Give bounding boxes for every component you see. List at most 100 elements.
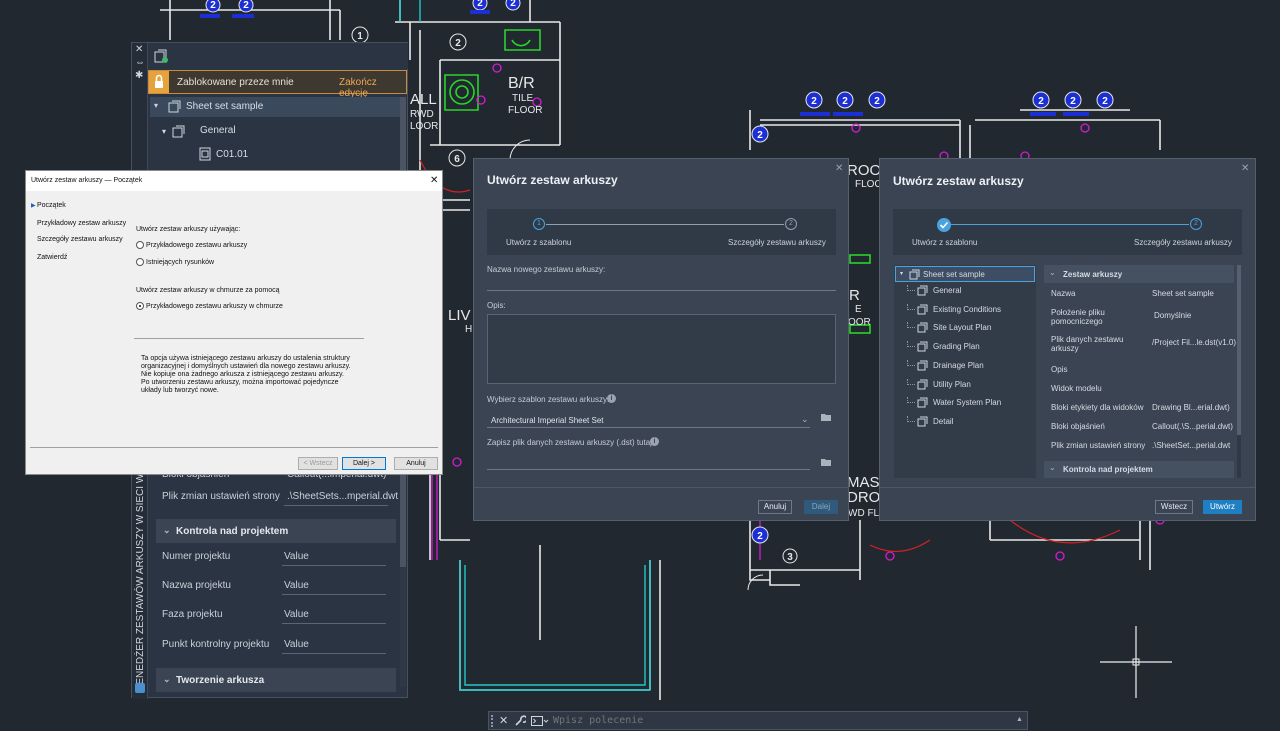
expand-icon[interactable]: ▾ — [900, 271, 904, 277]
lock-icon — [149, 71, 169, 93]
expand-icon[interactable]: ▾ — [162, 127, 167, 136]
cancel-button[interactable]: Anuluj — [758, 500, 792, 514]
section-sheet-set[interactable]: ⌄ Zestaw arkuszy — [1044, 265, 1234, 283]
nav-item-start[interactable]: Początek — [37, 202, 66, 209]
dst-location-input[interactable] — [487, 455, 810, 470]
prop-value[interactable]: Sheet set sample — [1152, 289, 1214, 298]
tree-item-sheet-set[interactable]: ▾ Sheet set sample — [150, 97, 400, 117]
section-sheet-creation[interactable]: ⌄ Tworzenie arkusza — [156, 668, 396, 692]
tree-label: Sheet set sample — [186, 101, 264, 112]
close-icon[interactable]: ✕ — [430, 175, 439, 186]
step-label: Utwórz z szablonu — [506, 238, 572, 247]
nav-item-sample[interactable]: Przykładowy zestaw arkuszy — [37, 220, 127, 227]
back-button[interactable]: Wstecz — [1155, 500, 1193, 514]
subset-icon — [917, 304, 928, 315]
tree-item-sheet[interactable]: C01.01 — [216, 149, 249, 160]
expand-icon[interactable]: ▾ — [154, 101, 159, 110]
separator — [880, 487, 1255, 488]
chevron-down-icon: ⌄ — [163, 674, 171, 684]
description-textarea[interactable] — [487, 314, 836, 384]
room-labels: B/R TILE FLOOR ALL RWD LOOR LIV H ROO FL… — [410, 75, 889, 519]
tree-item-subset[interactable]: Utility Plan — [907, 378, 1037, 392]
sheet-set-icon[interactable] — [154, 49, 168, 63]
section-title: Zestaw arkuszy — [1063, 270, 1123, 279]
info-icon[interactable]: i — [650, 437, 659, 446]
divider — [284, 505, 388, 506]
prop-value[interactable]: Value — [284, 580, 309, 591]
properties-icon[interactable]: ✱ — [135, 70, 144, 81]
close-icon[interactable]: ✕ — [135, 44, 144, 55]
chevron-down-icon: ⌄ — [1049, 463, 1056, 472]
tree-item-subset[interactable]: Grading Plan — [907, 340, 1037, 354]
next-button[interactable]: Dalej — [804, 500, 838, 514]
chevron-down-icon: ⌄ — [163, 525, 171, 535]
description-line: układy lub tworzyć nowe. — [141, 387, 219, 394]
tag-text: 2 — [757, 531, 763, 542]
nav-item-details[interactable]: Szczegóły zestawu arkuszy — [37, 236, 123, 243]
sheet-set-name-input[interactable] — [487, 279, 836, 291]
field-label: Wybierz szablon zestawu arkuszy: — [487, 395, 610, 404]
autohide-icon[interactable]: ⇔ — [135, 57, 145, 68]
tag-text: 1 — [357, 31, 363, 42]
template-select[interactable]: Architectural Imperial Sheet Set ⌄ — [487, 413, 810, 428]
tree-item-subset[interactable]: Drainage Plan — [907, 359, 1037, 373]
tree-item-subset[interactable]: Water System Plan — [907, 396, 1037, 410]
tree-item-subset[interactable]: Site Layout Plan — [907, 321, 1037, 335]
info-icon[interactable]: i — [607, 394, 616, 403]
close-icon[interactable]: ✕ — [835, 163, 844, 174]
tag-text: 2 — [757, 130, 763, 141]
description-line: organizacyjnej i domyślnych ustawień dla… — [141, 363, 351, 370]
prop-value[interactable]: Callout(.\S...perial.dwt) — [1152, 422, 1233, 431]
tree-item-subset[interactable]: Detail — [907, 415, 1037, 429]
folder-icon[interactable] — [820, 412, 832, 422]
subset-icon — [917, 285, 928, 296]
room-label: RWD — [410, 109, 434, 120]
close-icon[interactable]: ✕ — [499, 715, 509, 727]
prop-value[interactable]: .\SheetSet...perial.dwt — [1152, 441, 1231, 450]
wrench-icon[interactable] — [514, 715, 526, 727]
radio-existing[interactable] — [136, 258, 144, 266]
command-input[interactable] — [553, 713, 1013, 728]
subset-icon — [917, 416, 928, 427]
close-icon[interactable]: ✕ — [1241, 163, 1250, 174]
prop-value[interactable]: Drawing Bl...erial.dwt) — [1152, 403, 1230, 412]
command-prompt-icon[interactable] — [531, 715, 549, 727]
tree-item-subset[interactable]: General — [907, 284, 1037, 298]
prop-value[interactable]: /Project Fil...le.dst(v1.0) — [1152, 338, 1237, 347]
subset-icon — [917, 379, 928, 389]
divider — [282, 565, 386, 566]
prop-value[interactable]: Value — [284, 639, 309, 650]
tag-text: 2 — [210, 0, 216, 11]
tree-item-general[interactable]: General — [200, 125, 236, 136]
section-project-control[interactable]: ⌄ Kontrola nad projektem — [156, 519, 396, 543]
subset-icon — [917, 397, 928, 408]
tree-item-subset[interactable]: Existing Conditions — [907, 303, 1037, 317]
radio-sample[interactable] — [136, 241, 144, 249]
prop-value[interactable]: Value — [284, 551, 309, 562]
cyan-lines — [399, 0, 651, 691]
tree-label: Existing Conditions — [933, 304, 1002, 314]
prop-value[interactable]: Value — [284, 609, 309, 620]
tree-connector — [907, 397, 915, 404]
next-button[interactable]: Dalej > — [342, 457, 386, 470]
end-edit-link[interactable]: Zakończ edycję — [339, 77, 377, 99]
description-line: Po utworzeniu zestawu arkuszy, można imp… — [141, 379, 339, 386]
scrollbar[interactable] — [1237, 265, 1241, 478]
section-project-control[interactable]: ⌄ Kontrola nad projektem — [1044, 461, 1234, 478]
prop-value[interactable]: .\SheetSets...mperial.dwt — [287, 491, 399, 502]
folder-icon[interactable] — [820, 457, 832, 467]
prop-key: Położenie pliku pomocniczego — [1051, 308, 1105, 326]
history-arrow-icon[interactable]: ▲ — [1016, 716, 1023, 723]
radio-label: Istniejących rysunków — [146, 259, 215, 266]
nav-item-confirm[interactable]: Zatwierdź — [37, 254, 68, 261]
grip-handle[interactable] — [491, 715, 495, 727]
room-label: LIV — [448, 307, 471, 324]
radio-cloud[interactable] — [136, 302, 144, 310]
tree-connector — [907, 303, 915, 310]
back-button[interactable]: < Wstecz — [298, 457, 338, 470]
tree-item-root[interactable]: ▾ Sheet set sample — [895, 266, 1035, 282]
create-button[interactable]: Utwórz — [1203, 500, 1242, 514]
cancel-button[interactable]: Anuluj — [394, 457, 438, 470]
prop-value[interactable]: Domyślnie — [1154, 311, 1192, 320]
